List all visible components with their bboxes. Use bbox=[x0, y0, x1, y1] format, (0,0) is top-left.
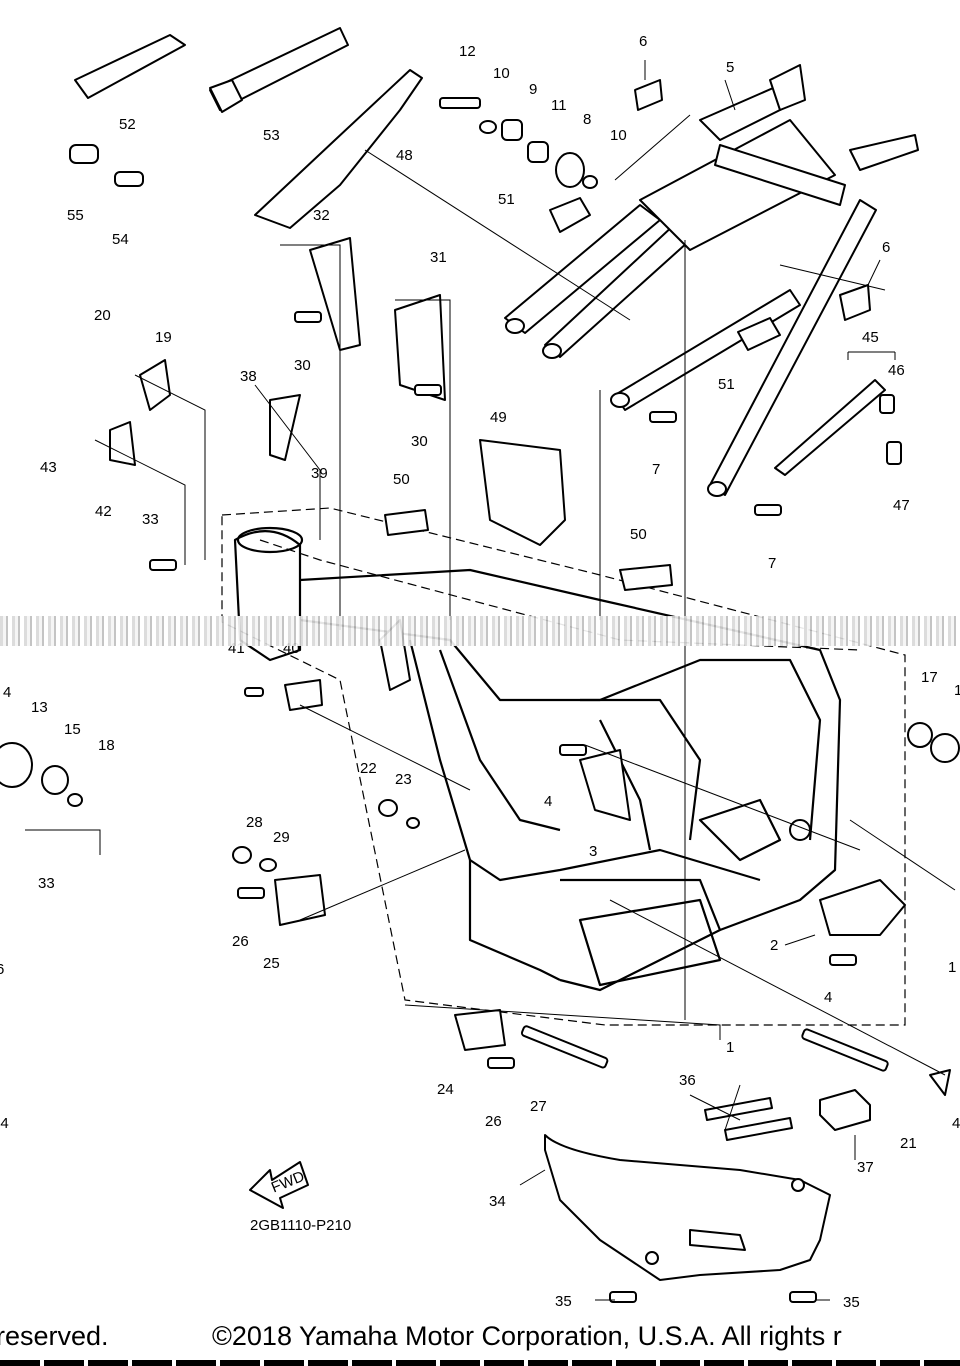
callout-46: 46 bbox=[888, 362, 905, 379]
callout-54: 54 bbox=[112, 231, 129, 248]
callout-25: 25 bbox=[263, 955, 280, 972]
callout-4: 4 bbox=[544, 793, 552, 810]
callout-21: 21 bbox=[900, 1135, 917, 1152]
callout-1: 1 bbox=[726, 1039, 734, 1056]
callout-51: 51 bbox=[718, 376, 735, 393]
callout-50: 50 bbox=[630, 526, 647, 543]
callout-2: 2 bbox=[770, 937, 778, 954]
callout-13: 13 bbox=[31, 699, 48, 716]
callout-15: 15 bbox=[64, 721, 81, 738]
callout-numbers: 1 2 3 4 4 5 6 6 7 7 8 9 10 10 11 12 13 1… bbox=[0, 33, 960, 1311]
callout-55: 55 bbox=[67, 207, 84, 224]
copyright-left-fragment: reserved. bbox=[0, 1321, 109, 1351]
leader-lines bbox=[25, 60, 956, 1301]
callout-20: 20 bbox=[94, 307, 111, 324]
hardware-parts bbox=[0, 97, 960, 1303]
callout-11: 11 bbox=[551, 97, 567, 114]
callout-4: 4 bbox=[824, 989, 832, 1006]
callout-12: 12 bbox=[459, 43, 476, 60]
callout-35: 35 bbox=[843, 1294, 860, 1311]
rubber-strip-lower bbox=[724, 1117, 793, 1141]
callout-10: 10 bbox=[493, 65, 510, 82]
callout-27: 27 bbox=[530, 1098, 547, 1115]
callout-50: 50 bbox=[393, 471, 410, 488]
bottom-rule bbox=[0, 1360, 960, 1366]
callout-37: 37 bbox=[857, 1159, 874, 1176]
callout-30: 30 bbox=[294, 357, 311, 374]
callout-33: 33 bbox=[142, 511, 159, 528]
callout-42: 42 bbox=[95, 503, 112, 520]
damper-block-part bbox=[819, 1089, 871, 1131]
socket-head bbox=[209, 79, 243, 113]
callout-39: 39 bbox=[311, 465, 328, 482]
bracket-45-part bbox=[774, 379, 886, 476]
callout-18: 18 bbox=[98, 737, 115, 754]
callout-52: 52 bbox=[119, 116, 136, 133]
callout-17: 17 bbox=[921, 669, 938, 686]
callout-30: 30 bbox=[411, 433, 428, 450]
callout-7: 7 bbox=[768, 555, 776, 572]
callout-cropped-1: 1 bbox=[948, 959, 956, 976]
callout-10: 10 bbox=[610, 127, 627, 144]
callout-51: 51 bbox=[498, 191, 515, 208]
callout-38: 38 bbox=[240, 368, 257, 385]
rubber-strip-upper bbox=[704, 1097, 773, 1121]
drawing-code: 2GB1110-P210 bbox=[250, 1217, 351, 1234]
callout-8: 8 bbox=[583, 111, 591, 128]
callout-cropped-44: 44 bbox=[0, 1115, 9, 1132]
forward-direction-arrow: FWD bbox=[249, 1161, 309, 1209]
callout-31: 31 bbox=[430, 249, 447, 266]
callout-26: 26 bbox=[232, 933, 249, 950]
callout-28: 28 bbox=[246, 814, 263, 831]
callout-43: 43 bbox=[40, 459, 57, 476]
copyright-notice: ©2018 Yamaha Motor Corporation, U.S.A. A… bbox=[212, 1321, 842, 1351]
callout-49: 49 bbox=[490, 409, 507, 426]
callout-22: 22 bbox=[360, 760, 377, 777]
callout-cropped-4: 4 bbox=[952, 1115, 960, 1132]
skid-slot bbox=[689, 1229, 746, 1251]
copyright-footer: reserved. ©2018 Yamaha Motor Corporation… bbox=[0, 1316, 960, 1356]
main-frame-part bbox=[233, 526, 842, 992]
callout-24: 24 bbox=[437, 1081, 454, 1098]
callout-cropped-1: 1 bbox=[954, 682, 960, 699]
callout-36: 36 bbox=[679, 1072, 696, 1089]
callout-9: 9 bbox=[529, 81, 537, 98]
wrench-tool-part bbox=[74, 34, 186, 99]
callout-45: 45 bbox=[862, 329, 879, 346]
callout-48: 48 bbox=[396, 147, 413, 164]
label-sticker-right bbox=[839, 284, 871, 321]
callout-23: 23 bbox=[395, 771, 412, 788]
skid-plate-part bbox=[544, 1134, 831, 1281]
callout-6: 6 bbox=[639, 33, 647, 50]
chain-guide-part bbox=[254, 69, 423, 229]
callout-53: 53 bbox=[263, 127, 280, 144]
callout-26: 26 bbox=[485, 1113, 502, 1130]
callout-cropped-6: 6 bbox=[0, 961, 4, 978]
callout-35: 35 bbox=[555, 1293, 572, 1310]
callout-32: 32 bbox=[313, 207, 330, 224]
callout-34: 34 bbox=[489, 1193, 506, 1210]
callout-29: 29 bbox=[273, 829, 290, 846]
callout-47: 47 bbox=[893, 497, 910, 514]
callout-3: 3 bbox=[589, 843, 597, 860]
callout-33: 33 bbox=[38, 875, 55, 892]
rear-subframe-part bbox=[504, 64, 919, 497]
dashed-outline-main bbox=[221, 507, 906, 1026]
callout-19: 19 bbox=[155, 329, 172, 346]
scan-artifact-band bbox=[0, 616, 960, 646]
callout-5: 5 bbox=[726, 59, 734, 76]
callout-cropped-4: 4 bbox=[3, 684, 11, 701]
callout-7: 7 bbox=[652, 461, 660, 478]
label-sticker-upper bbox=[634, 79, 663, 111]
callout-6: 6 bbox=[882, 239, 890, 256]
